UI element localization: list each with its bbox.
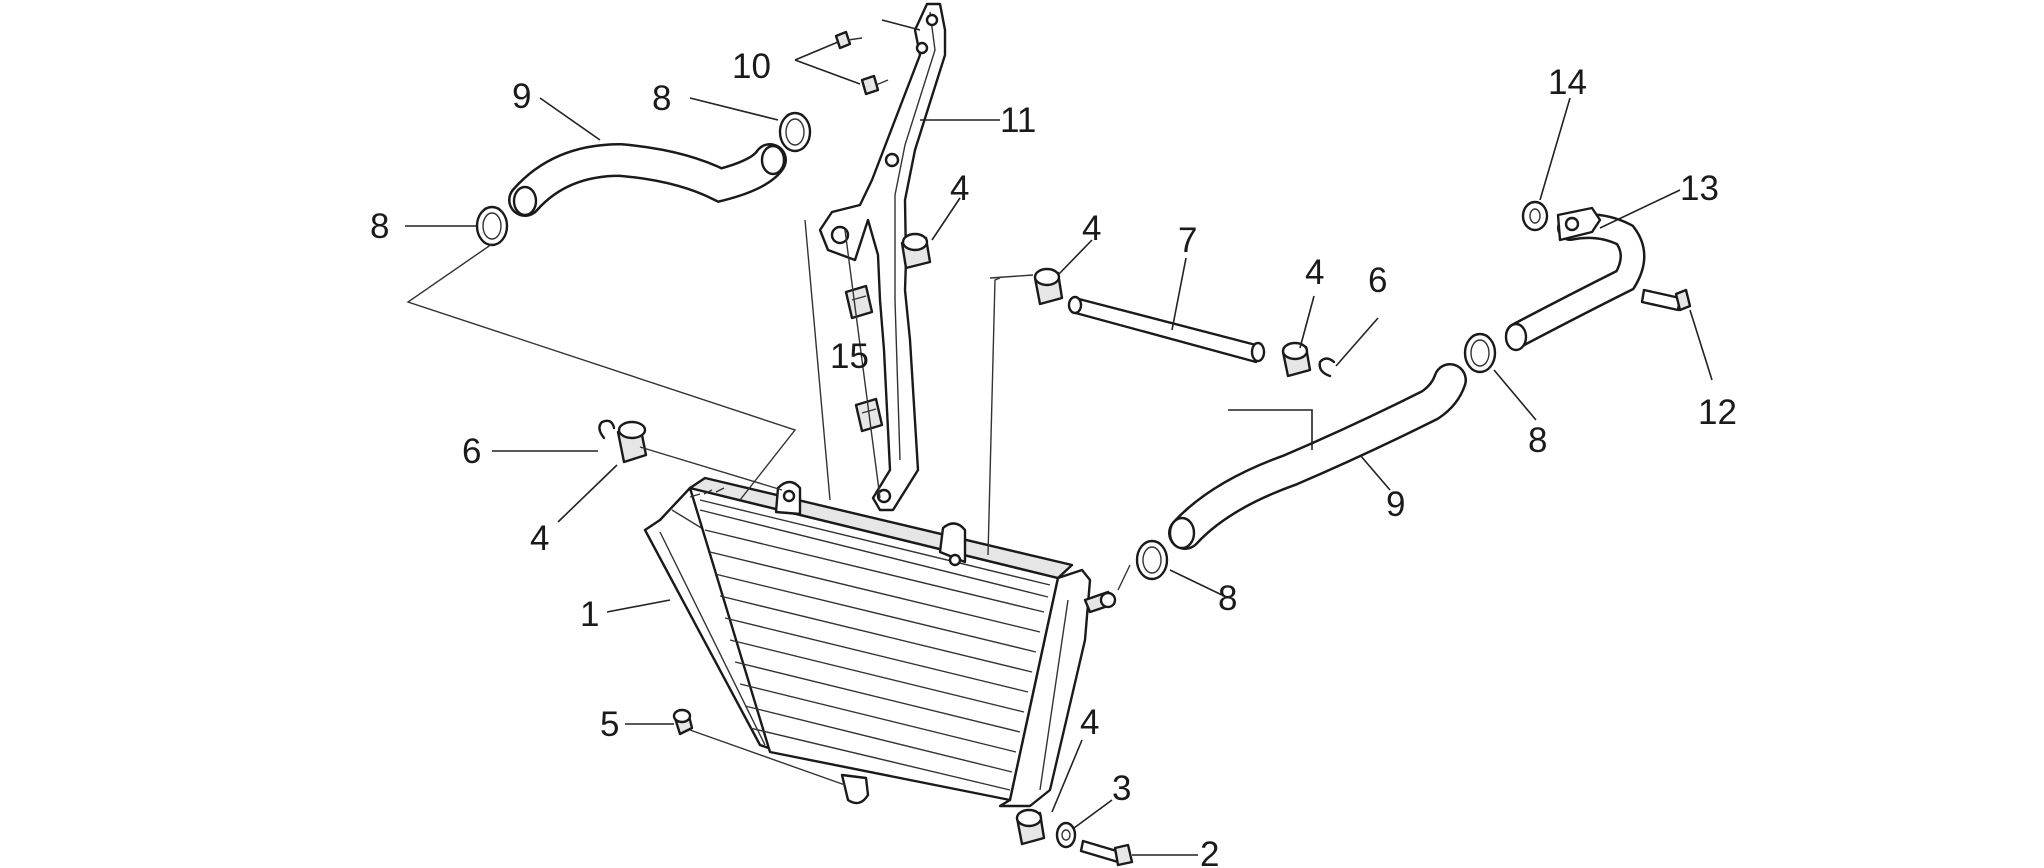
washer-14 xyxy=(1521,200,1549,232)
callout-13: 13 xyxy=(1680,169,1719,208)
callout-4-bottom: 4 xyxy=(1080,703,1099,742)
mounting-bracket xyxy=(818,2,947,512)
hose-clamp-8-b xyxy=(778,111,812,153)
callout-8-right: 8 xyxy=(1528,421,1547,460)
callout-6-right: 6 xyxy=(1368,261,1387,300)
hose-clamp-8-a xyxy=(475,205,509,247)
callout-6-left: 6 xyxy=(462,432,481,471)
callout-8-top: 8 xyxy=(652,79,671,118)
washer-3 xyxy=(1055,821,1077,849)
fitting-pipe xyxy=(1504,206,1646,352)
callout-4-left: 4 xyxy=(530,519,549,558)
callout-8-lower: 8 xyxy=(1218,579,1237,618)
grommet-4-e xyxy=(1015,808,1046,846)
callout-4-rod-left: 4 xyxy=(1082,209,1101,248)
callout-5: 5 xyxy=(600,705,619,744)
grommet-4-c xyxy=(1033,267,1064,306)
callout-4-bracket: 4 xyxy=(950,169,969,208)
oil-hose-lower xyxy=(1168,363,1467,550)
callout-1: 1 xyxy=(580,595,599,634)
oil-hose-upper xyxy=(508,142,787,217)
callout-8-left: 8 xyxy=(370,207,389,246)
callout-9-lower: 9 xyxy=(1386,485,1405,524)
callout-14: 14 xyxy=(1548,63,1587,102)
hose-clamp-8-c xyxy=(1463,332,1497,374)
callout-11: 11 xyxy=(1000,101,1036,140)
callout-4-rod-right: 4 xyxy=(1305,253,1324,292)
callout-12: 12 xyxy=(1698,393,1737,432)
grommet-4-b xyxy=(900,232,932,270)
callout-10: 10 xyxy=(732,47,771,86)
circlip-6-b xyxy=(1318,357,1336,378)
leader-lines xyxy=(405,19,1713,856)
hose-clamp-8-d xyxy=(1135,539,1169,581)
callout-15: 15 xyxy=(830,337,869,376)
circlip-6-a xyxy=(598,419,616,440)
callout-2: 2 xyxy=(1200,835,1219,868)
radiator-fins xyxy=(704,529,1045,791)
clip-nut-15-a xyxy=(844,284,874,320)
oil-cooler-radiator xyxy=(643,476,1117,808)
nut-5 xyxy=(672,708,694,736)
callout-3: 3 xyxy=(1112,769,1131,808)
callout-labels: 1 2 3 4 4 4 4 4 5 6 6 7 8 8 8 8 9 9 10 1… xyxy=(370,47,1737,868)
bolt-2 xyxy=(1079,839,1134,867)
bolt-12 xyxy=(1640,288,1692,312)
screw-10-b xyxy=(860,74,889,96)
spacer-rod xyxy=(1067,295,1266,364)
grommet-4-a xyxy=(616,420,648,464)
callout-9-upper: 9 xyxy=(512,77,531,116)
grommet-4-d xyxy=(1281,341,1312,378)
callout-7: 7 xyxy=(1178,221,1197,260)
screw-10-a xyxy=(834,30,863,50)
